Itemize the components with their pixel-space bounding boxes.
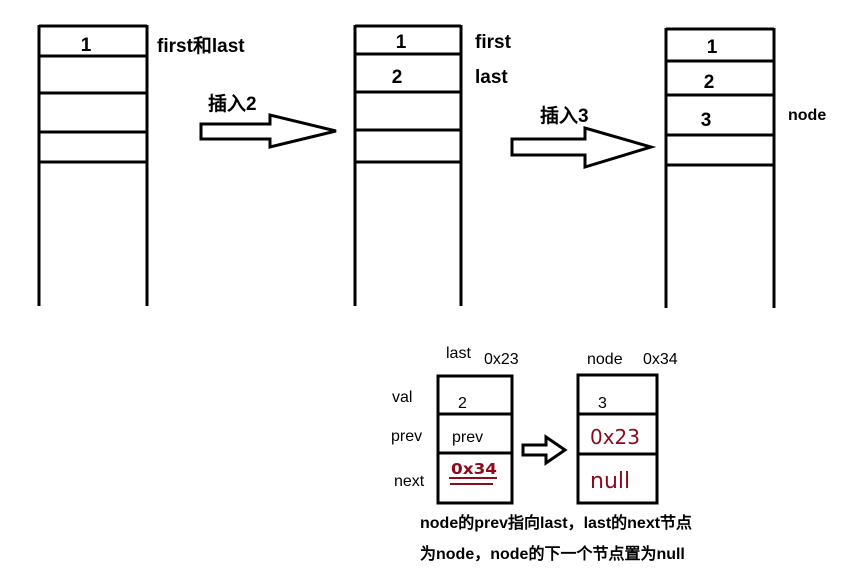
stack-3-cell-1-value: 1 (707, 37, 718, 58)
last-box-next: 0x34 (451, 460, 497, 478)
stack-2-cell-2-value: 2 (392, 67, 403, 88)
stack-1-cell-1-value: 1 (81, 35, 92, 56)
insert-3-label: 插入3 (540, 105, 589, 127)
last-box-address: 0x23 (484, 351, 519, 368)
stack-1 (37, 24, 149, 306)
stack-3-cell-3-value: 3 (701, 110, 712, 131)
last-box-prev: prev (452, 429, 483, 446)
insert-2-arrow (199, 113, 337, 149)
stack-3 (664, 27, 776, 308)
last-box-next-strike (449, 477, 497, 485)
field-label-val: val (392, 389, 412, 406)
last-box-name: last (446, 345, 471, 362)
field-label-next: next (394, 473, 425, 490)
detail-arrow (521, 434, 568, 466)
last-box (436, 374, 514, 505)
stack-2 (353, 24, 463, 306)
caption-line-2: 为node，node的下一个节点置为null (420, 544, 685, 563)
node-box-name: node (587, 351, 623, 368)
stack-2-cell-1-value: 1 (396, 32, 407, 53)
stack-3-node-label: node (788, 107, 826, 124)
insert-2-label: 插入2 (208, 93, 257, 115)
node-box-val: 3 (598, 395, 607, 412)
stack-2-first-label: first (475, 32, 512, 53)
node-box-next: null (590, 469, 630, 494)
node-box-address: 0x34 (643, 351, 678, 368)
last-box-val: 2 (458, 395, 467, 412)
stack-2-last-label: last (475, 67, 508, 88)
insert-3-arrow (510, 126, 657, 170)
stack-3-cell-2-value: 2 (704, 72, 715, 93)
stack-1-first-last-label: first和last (157, 34, 245, 57)
node-box-prev: 0x23 (590, 425, 640, 449)
caption-line-1: node的prev指向last，last的next节点 (420, 513, 692, 532)
field-label-prev: prev (391, 428, 422, 445)
node-box (576, 373, 659, 505)
